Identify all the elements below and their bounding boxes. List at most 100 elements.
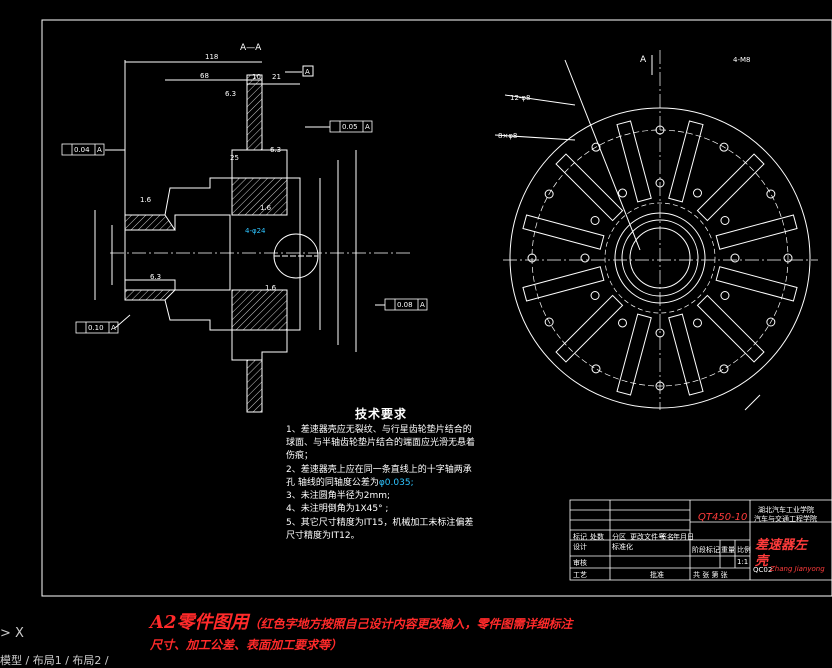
tol-b-value: 0.05 bbox=[342, 123, 358, 131]
tech-req-line-2: 球面、与半轴齿轮垫片结合的端面应光滑无悬着 bbox=[286, 438, 476, 448]
roughness-6-3-c: 6.3 bbox=[150, 273, 161, 281]
doc-label: 更改文件号 bbox=[630, 533, 665, 541]
bolt-hole bbox=[719, 142, 729, 152]
tolerance-frame-c bbox=[75, 321, 119, 334]
bolt-hole bbox=[655, 178, 665, 188]
bolt-hole bbox=[590, 216, 600, 225]
tolerance-frame-b bbox=[329, 120, 373, 133]
check-label: 审核 bbox=[573, 559, 587, 567]
tech-req-line-4: 2、差速器壳上应在同一条直线上的十字轴两承 bbox=[286, 465, 472, 475]
rib bbox=[522, 266, 605, 302]
process-label: 工艺 bbox=[573, 571, 587, 579]
sign-label: 签名 bbox=[660, 533, 674, 541]
bolt-hole bbox=[618, 188, 627, 198]
rib bbox=[668, 120, 704, 203]
bolt-hole bbox=[544, 189, 554, 199]
tech-req-line-3: 伤痕； bbox=[286, 451, 314, 461]
bolt-hole bbox=[730, 253, 740, 263]
holes-12-callout: 12-φ8 bbox=[510, 94, 531, 102]
tech-req-title: 技术要求 bbox=[355, 407, 408, 421]
tech-req-tolerance: φ0.035; bbox=[378, 478, 414, 488]
tol-d-datum: A bbox=[420, 301, 425, 309]
tol-a-value: 0.04 bbox=[74, 146, 90, 154]
school-name: 湖北汽车工业学院 bbox=[758, 506, 814, 514]
tolerance-frame-a bbox=[61, 143, 105, 156]
bolt-hole bbox=[618, 318, 627, 328]
rib bbox=[616, 313, 652, 396]
tech-req-line-7: 4、未注明倒角为1X45° ; bbox=[286, 504, 389, 514]
view-arrow-label: A bbox=[640, 55, 647, 65]
roughness-1-6-b: 1.6 bbox=[260, 204, 272, 212]
rib bbox=[555, 153, 624, 222]
caption-note-2: 尺寸、加工公差、表面加工要求等） bbox=[150, 638, 343, 652]
design-label: 设计 bbox=[573, 543, 587, 551]
hole-callout: 4-φ24 bbox=[245, 227, 266, 235]
tol-d-value: 0.08 bbox=[397, 301, 413, 309]
roughness-1-6-c: 1.6 bbox=[265, 284, 277, 292]
dim-118: 118 bbox=[205, 53, 218, 61]
tol-c-value: 0.10 bbox=[88, 324, 104, 332]
weight-label: 重量 bbox=[721, 546, 735, 554]
tol-c-datum: A bbox=[111, 324, 116, 332]
rib bbox=[668, 313, 704, 396]
bolt-hole bbox=[590, 291, 600, 300]
caption-note-1: （红色字地方按照自己设计内容更改输入，零件图需详细标注 bbox=[248, 617, 573, 631]
tol-a-datum: A bbox=[97, 146, 102, 154]
dept-name: 汽车与交通工程学院 bbox=[754, 515, 817, 523]
thread-callout: 4-M8 bbox=[733, 56, 750, 64]
scale-label: 比例 bbox=[737, 546, 751, 554]
holes-8-callout: 8×φ8 bbox=[498, 132, 517, 140]
bolt-hole bbox=[655, 125, 665, 135]
rib bbox=[522, 214, 605, 250]
roughness-1-6-a: 1.6 bbox=[140, 196, 152, 204]
caption: A2零件图用（红色字地方按照自己设计内容更改输入，零件图需详细标注 尺寸、加工公… bbox=[150, 608, 710, 653]
tech-req-line-1: 1、差速器壳应无裂纹、与行星齿轮垫片结合的 bbox=[286, 425, 472, 435]
approve-label: 批准 bbox=[650, 571, 664, 579]
dim-25: 25 bbox=[230, 154, 239, 162]
drawing-number: QC02 bbox=[753, 566, 773, 574]
tol-b-datum: A bbox=[365, 123, 370, 131]
bolt-hole bbox=[766, 317, 776, 327]
rib bbox=[715, 214, 798, 250]
layout-tabs[interactable]: 模型 / 布局1 / 布局2 / bbox=[0, 654, 109, 667]
cad-drawing-canvas[interactable]: A—A 118 68 10 21 6.3 6.3 6.3 1.6 1.6 1.6… bbox=[0, 0, 832, 600]
bolt-hole bbox=[591, 142, 601, 152]
drawing-border bbox=[41, 19, 832, 597]
end-view bbox=[494, 50, 818, 411]
dim-10: 10 bbox=[252, 73, 261, 81]
bolt-hole bbox=[693, 318, 702, 328]
tech-req-line-6: 3、未注圆角半径为2mm; bbox=[286, 491, 391, 501]
bolt-hole bbox=[655, 381, 665, 391]
datum-a-marker: A bbox=[305, 68, 310, 76]
section-view bbox=[94, 60, 410, 413]
end-view-bolt-holes bbox=[527, 125, 793, 391]
zone-label: 分区 bbox=[612, 533, 626, 541]
tech-req-line-5: 孔 轴线的同轴度公差为φ0.035; bbox=[286, 477, 414, 490]
caption-title: A2零件图用 bbox=[150, 612, 249, 633]
ratio-value: 1:1 bbox=[737, 558, 749, 566]
dim-21: 21 bbox=[272, 73, 281, 81]
dim-68: 68 bbox=[200, 72, 209, 80]
tech-req-line-8: 5、其它尺寸精度为IT15，机械加工未标注偏差 bbox=[286, 518, 474, 528]
bolt-hole bbox=[527, 253, 537, 263]
bolt-hole bbox=[580, 253, 590, 263]
bolt-hole bbox=[720, 216, 730, 225]
bolt-hole bbox=[655, 328, 665, 338]
tech-req-line-9: 尺寸精度为IT12。 bbox=[286, 531, 360, 541]
stage-label: 阶段标记 bbox=[692, 546, 720, 554]
part-name: 差速器左 bbox=[755, 538, 808, 553]
command-prompt[interactable]: > X bbox=[0, 626, 24, 641]
date-label: 年月日 bbox=[673, 533, 694, 541]
bolt-hole bbox=[591, 364, 601, 374]
roughness-6-3-b: 6.3 bbox=[270, 146, 281, 154]
part-name-2: 壳 bbox=[755, 554, 769, 569]
title-block bbox=[569, 499, 832, 581]
bolt-hole bbox=[783, 253, 793, 263]
std-label: 标准化 bbox=[612, 543, 633, 551]
section-label: A—A bbox=[240, 43, 262, 53]
bolt-hole bbox=[766, 189, 776, 199]
roughness-6-3-a: 6.3 bbox=[225, 90, 236, 98]
bolt-hole bbox=[693, 188, 702, 198]
end-view-ribs bbox=[522, 120, 798, 396]
bolt-hole bbox=[544, 317, 554, 327]
